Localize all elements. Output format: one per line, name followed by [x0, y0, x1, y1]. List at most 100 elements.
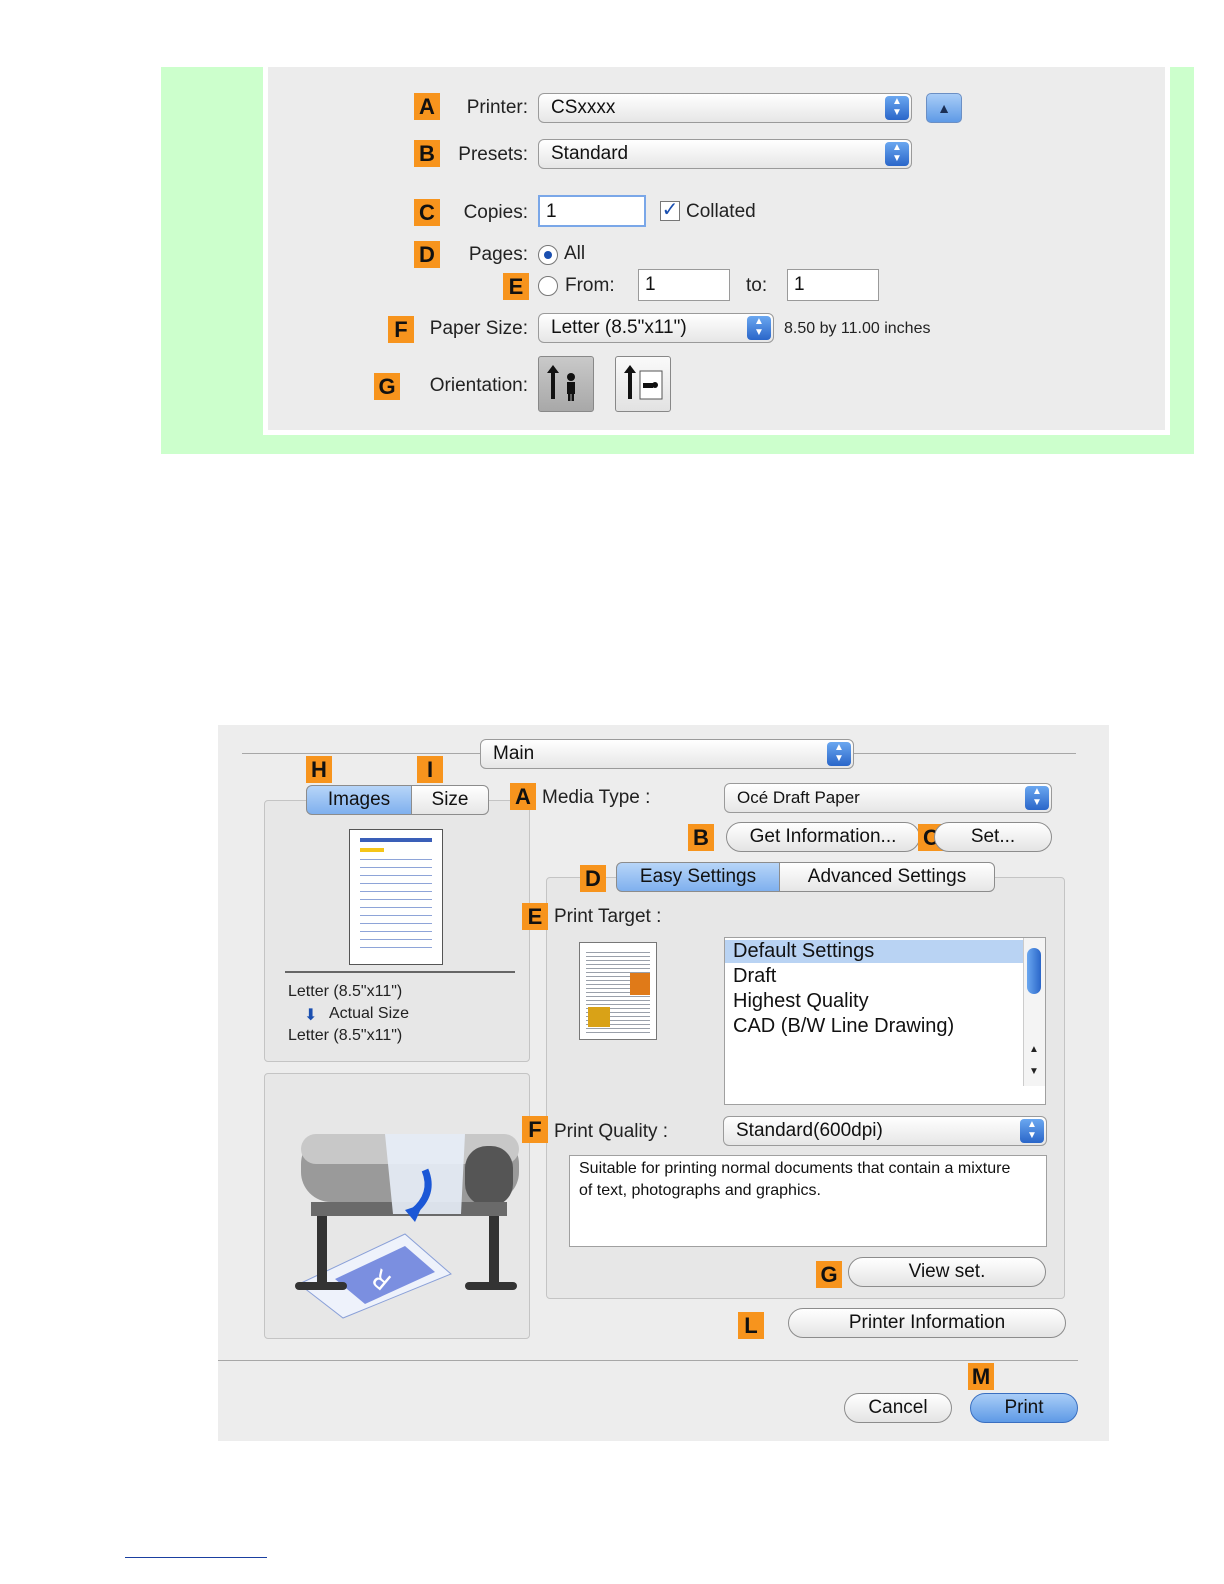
paper-size-select[interactable]: Letter (8.5"x11") ▲▼	[538, 313, 774, 343]
badge-m: M	[968, 1363, 994, 1390]
set-button[interactable]: Set...	[934, 822, 1052, 852]
print-quality-select[interactable]: Standard(600dpi) ▲▼	[723, 1116, 1047, 1146]
printer-illustration: R	[295, 1134, 519, 1319]
badge-e: E	[503, 273, 529, 300]
pages-label: Pages:	[468, 244, 528, 265]
collapse-disclosure-button[interactable]: ▲	[926, 93, 962, 123]
pages-all-radio[interactable]	[538, 245, 558, 265]
print-button[interactable]: Print	[970, 1393, 1078, 1423]
panel-select[interactable]: Main ▲▼	[480, 739, 854, 769]
badge-h: H	[306, 756, 332, 783]
landscape-orientation-button[interactable]	[615, 356, 671, 412]
badge-i: I	[417, 756, 443, 783]
scroll-up-icon[interactable]: ▲	[1029, 1044, 1039, 1055]
preview-divider	[285, 971, 515, 973]
page-line	[360, 838, 432, 842]
badge-d: D	[580, 865, 606, 892]
stepper-icon: ▲▼	[1020, 1119, 1044, 1143]
landscape-icon	[624, 365, 663, 400]
print-target-thumbnail	[579, 942, 657, 1040]
presets-select[interactable]: Standard ▲▼	[538, 139, 912, 169]
badge-c: C	[414, 199, 440, 226]
from-input[interactable]: 1	[638, 269, 730, 301]
printer-illustration-group: R	[264, 1073, 530, 1339]
scroll-down-icon[interactable]: ▼	[1029, 1066, 1039, 1077]
tab-advanced-settings[interactable]: Advanced Settings	[779, 862, 995, 892]
stepper-icon: ▲▼	[747, 316, 771, 340]
badge-f: F	[522, 1116, 548, 1143]
scrollbar-thumb[interactable]	[1027, 948, 1041, 994]
pages-all-label: All	[564, 243, 586, 264]
printer-label: Printer:	[466, 97, 528, 118]
print-target-list[interactable]: Default Settings Draft Highest Quality C…	[724, 937, 1046, 1105]
print-quality-description: Suitable for printing normal documents t…	[569, 1155, 1047, 1247]
tab-images[interactable]: Images	[306, 785, 412, 815]
paper-size-label: Paper Size:	[429, 318, 528, 339]
to-input[interactable]: 1	[787, 269, 879, 301]
badge-f: F	[388, 316, 414, 343]
page-preview-image	[349, 829, 443, 965]
portrait-icon	[547, 365, 575, 401]
media-type-select[interactable]: Océ Draft Paper ▲▼	[724, 783, 1052, 813]
print-target-item[interactable]: CAD (B/W Line Drawing)	[733, 1015, 955, 1037]
badge-a: A	[414, 93, 440, 120]
copies-label: Copies:	[463, 202, 528, 223]
media-type-label: Media Type :	[542, 787, 651, 808]
list-scrollbar[interactable]: ▲ ▼	[1023, 938, 1045, 1086]
badge-l: L	[738, 1312, 764, 1339]
tab-easy-settings[interactable]: Easy Settings	[616, 862, 780, 892]
page-text-lines	[360, 852, 432, 952]
print-quality-label: Print Quality :	[554, 1121, 669, 1142]
presets-label: Presets:	[458, 144, 528, 165]
input-size-text: Letter (8.5"x11")	[288, 983, 403, 1000]
stepper-icon: ▲▼	[1025, 786, 1049, 810]
badge-b: B	[688, 824, 714, 851]
printer-information-button[interactable]: Printer Information	[788, 1308, 1066, 1338]
paper-size-value: Letter (8.5"x11")	[551, 317, 687, 338]
arrow-down-icon: ⬇	[304, 1007, 318, 1024]
print-target-item[interactable]: Default Settings	[725, 940, 1023, 963]
presets-value: Standard	[551, 143, 629, 164]
collated-label: Collated	[686, 201, 756, 222]
printer-value: CSxxxx	[551, 97, 616, 118]
main-print-dialog: Main ▲▼ H I Images Size Letter (8.5"x11"…	[218, 725, 1109, 1441]
print-target-item[interactable]: Highest Quality	[733, 990, 869, 1012]
media-type-value: Océ Draft Paper	[737, 788, 860, 807]
badge-d: D	[414, 241, 440, 268]
footer-link-underline	[125, 1557, 267, 1558]
pages-range-radio[interactable]	[538, 276, 558, 296]
badge-g: G	[374, 373, 400, 400]
print-target-item[interactable]: Draft	[733, 965, 777, 987]
get-information-button[interactable]: Get Information...	[726, 822, 920, 852]
print-target-label: Print Target :	[554, 906, 662, 927]
cancel-button[interactable]: Cancel	[844, 1393, 952, 1423]
portrait-orientation-button[interactable]	[538, 356, 594, 412]
print-dialog: A Printer: CSxxxx ▲▼ ▲ B Presets: Standa…	[263, 67, 1170, 435]
collated-checkbox[interactable]: ✓	[660, 199, 680, 221]
orientation-label: Orientation:	[429, 375, 528, 396]
thumbnail-image	[588, 1007, 610, 1027]
badge-e: E	[522, 903, 548, 930]
output-size-text: Letter (8.5"x11")	[288, 1027, 403, 1044]
stepper-icon: ▲▼	[827, 742, 851, 766]
view-set-button[interactable]: View set.	[848, 1257, 1046, 1287]
scaling-text: Actual Size	[329, 1005, 410, 1022]
tab-size[interactable]: Size	[411, 785, 489, 815]
copies-input[interactable]: 1	[538, 195, 646, 227]
to-label: to:	[746, 275, 768, 296]
from-label: From:	[565, 275, 615, 296]
separator-line	[218, 1360, 1078, 1361]
stepper-icon: ▲▼	[885, 142, 909, 166]
separator-line	[854, 753, 1076, 754]
separator-line	[242, 753, 480, 754]
panel-select-value: Main	[493, 743, 535, 764]
triangle-up-icon: ▲	[937, 100, 951, 116]
printer-select[interactable]: CSxxxx ▲▼	[538, 93, 912, 123]
badge-b: B	[414, 140, 440, 167]
badge-a: A	[510, 783, 536, 810]
paper-dimensions: 8.50 by 11.00 inches	[784, 320, 931, 337]
print-quality-value: Standard(600dpi)	[736, 1120, 883, 1141]
stepper-icon: ▲▼	[885, 96, 909, 120]
thumbnail-image	[630, 973, 650, 995]
badge-g: G	[816, 1261, 842, 1288]
